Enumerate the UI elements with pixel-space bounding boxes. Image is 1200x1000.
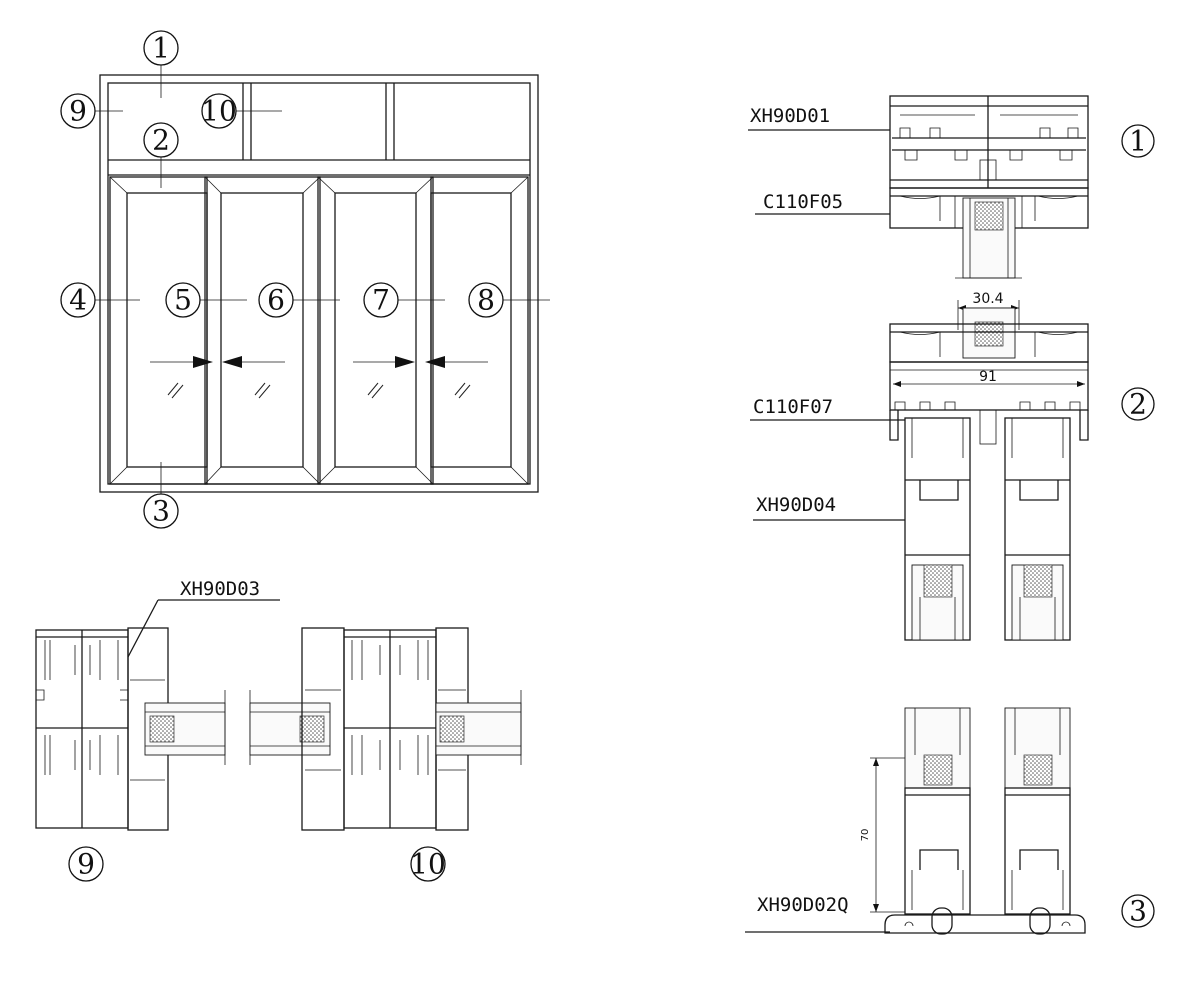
callout-8: 8 <box>468 282 504 318</box>
section-callout-2: 2 <box>1121 387 1155 421</box>
sliding-arrows <box>150 356 488 368</box>
callout-2-label: 2 <box>152 124 170 157</box>
section-callout-1-label: 1 <box>1129 125 1147 158</box>
section-callout-9-label: 9 <box>77 848 95 881</box>
label-sash: XH90D04 <box>756 494 836 516</box>
label-sash-top: C110F07 <box>753 396 833 418</box>
callout-10-label: 10 <box>201 95 237 128</box>
section-callout-1: 1 <box>1121 124 1155 158</box>
dimension-bottom-height: 70 <box>860 829 871 842</box>
callout-2: 2 <box>143 122 179 158</box>
callout-9: 9 <box>60 93 96 129</box>
window-elevation <box>95 65 550 494</box>
dimension-sash-width: 91 <box>979 369 997 385</box>
section-callout-3-label: 3 <box>1129 895 1147 928</box>
dimension-glass-width: 30.4 <box>972 291 1003 307</box>
callout-7: 7 <box>363 282 399 318</box>
callout-8-label: 8 <box>477 284 495 317</box>
glass-hatch-marks <box>167 382 471 399</box>
section-callout-2-label: 2 <box>1129 388 1147 421</box>
callout-3-label: 3 <box>152 495 170 528</box>
callout-3: 3 <box>143 493 179 529</box>
callout-4-label: 4 <box>69 284 87 317</box>
profile-bottom-rail <box>884 907 1086 935</box>
vertical-section: 30.4 91 <box>745 95 1089 935</box>
profile-sash-top: 91 <box>889 323 1089 445</box>
label-interlock: XH90D03 <box>180 578 260 600</box>
horizontal-section-right <box>249 627 522 831</box>
callout-5-label: 5 <box>174 284 192 317</box>
horizontal-section-left: XH90D03 <box>35 578 280 831</box>
profile-sash <box>904 417 1071 641</box>
section-callout-10-label: 10 <box>410 848 446 881</box>
callout-6: 6 <box>258 282 294 318</box>
callout-10: 10 <box>201 93 237 129</box>
profile-bottom-sash <box>904 707 1071 915</box>
section-callout-9: 9 <box>68 846 104 882</box>
callout-7-label: 7 <box>372 284 390 317</box>
callout-9-label: 9 <box>69 95 87 128</box>
callout-1: 1 <box>143 30 179 66</box>
label-bottom-rail: XH90D02Q <box>757 894 849 916</box>
section-callout-3: 3 <box>1121 894 1155 928</box>
label-transom: C110F05 <box>763 191 843 213</box>
callout-5: 5 <box>165 282 201 318</box>
section-callout-10: 10 <box>410 846 446 882</box>
callout-4: 4 <box>60 282 96 318</box>
label-outer-frame: XH90D01 <box>750 105 830 127</box>
profile-outer-frame-head <box>889 95 1089 189</box>
callout-1-label: 1 <box>152 32 170 65</box>
callout-6-label: 6 <box>267 284 285 317</box>
